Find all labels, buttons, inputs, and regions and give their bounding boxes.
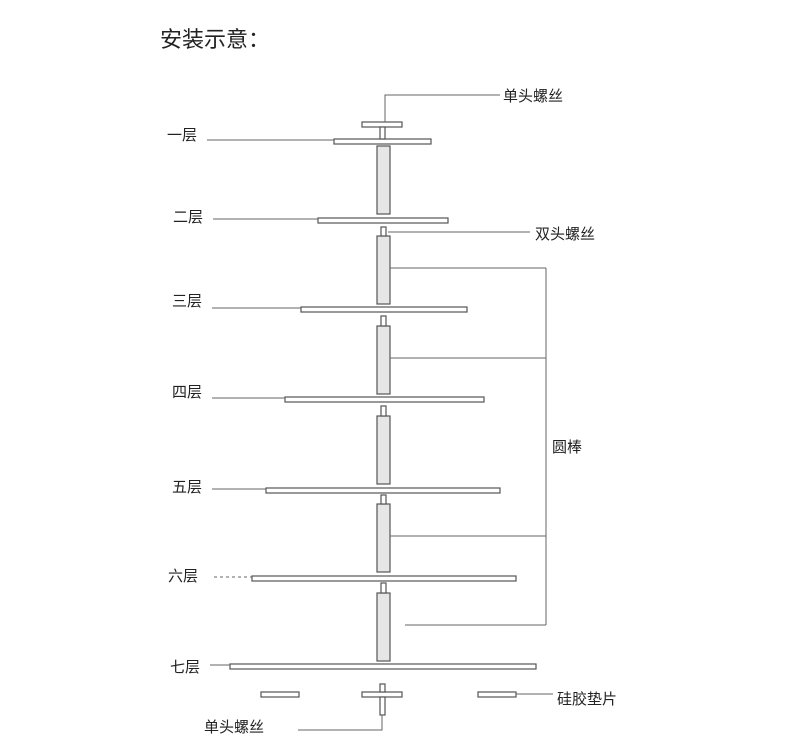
- plate-layer-5: [265, 487, 501, 494]
- callout-single-screw-top: 单头螺丝: [503, 87, 564, 105]
- bottom-screw-head: [361, 691, 403, 698]
- double-screw-stud-2: [380, 315, 387, 327]
- layer-label-4: 四层: [172, 383, 203, 401]
- rod-4: [376, 415, 391, 485]
- rod-5: [376, 503, 391, 573]
- rod-2: [376, 235, 391, 305]
- plate-layer-7: [229, 663, 537, 670]
- plate-layer-1: [333, 138, 432, 145]
- leader-single-screw-bottom: [298, 715, 383, 731]
- layer-label-3: 三层: [172, 292, 203, 310]
- double-screw-stud-3: [380, 405, 387, 417]
- layer-label-5: 五层: [172, 478, 203, 496]
- double-screw-stud-4: [380, 494, 387, 505]
- callout-double-screw: 双头螺丝: [535, 225, 596, 243]
- page-title: 安装示意：: [160, 28, 271, 53]
- plate-layer-6: [251, 575, 517, 582]
- callout-round-rod: 圆棒: [552, 438, 583, 456]
- silicone-pad-right: [477, 691, 517, 698]
- layer-label-7: 七层: [170, 658, 201, 676]
- silicone-pad-left: [260, 691, 300, 698]
- rod-6: [376, 592, 391, 662]
- callout-silicone-pad: 硅胶垫片: [557, 690, 618, 708]
- plate-layer-2: [317, 217, 449, 224]
- double-screw-stud-5: [380, 582, 387, 594]
- callout-single-screw-bottom: 单头螺丝: [204, 718, 265, 736]
- leader-single-screw-top: [384, 94, 500, 122]
- layer-label-2: 二层: [173, 208, 204, 226]
- rod-1: [376, 145, 391, 215]
- top-screw-head: [361, 121, 403, 128]
- bottom-screw-top: [379, 683, 386, 693]
- top-screw-shank: [379, 126, 386, 140]
- plate-layer-3: [300, 306, 468, 313]
- rod-3: [376, 325, 391, 395]
- bottom-screw-shank: [379, 696, 386, 716]
- plate-layer-4: [284, 396, 485, 403]
- layer-label-1: 一层: [167, 126, 198, 144]
- double-screw-stud-1: [380, 226, 387, 237]
- layer-label-6: 六层: [168, 567, 199, 585]
